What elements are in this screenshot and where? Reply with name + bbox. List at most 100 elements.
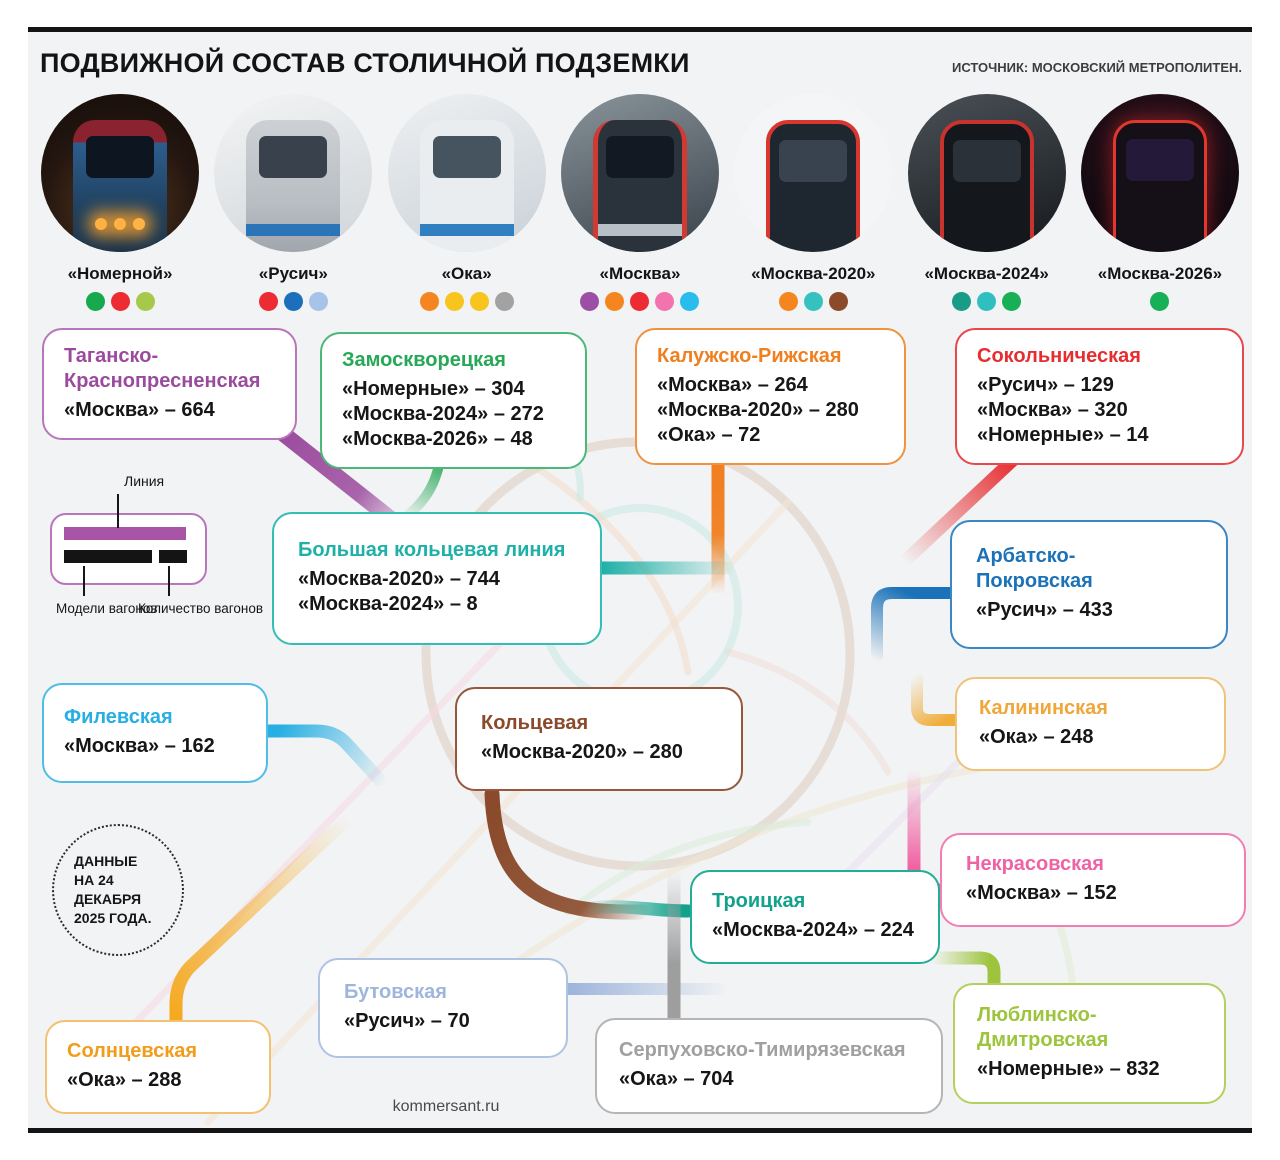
line-dot <box>110 292 130 311</box>
card-title: Бутовская <box>344 981 447 1003</box>
train-windshield <box>779 140 848 182</box>
data-date-note: ДАННЫЕ НА 24 ДЕКАБРЯ 2025 ГОДА. <box>52 824 184 956</box>
train-name: «Москва» <box>599 264 681 283</box>
card-title: Сокольническая <box>977 345 1141 367</box>
card-row: «Москва-2024» – 224 <box>712 919 914 941</box>
line-dot <box>258 292 278 311</box>
card-row: «Москва-2024» – 272 <box>342 403 544 425</box>
connector-troitskaya <box>581 900 695 918</box>
train-name: «Москва-2026» <box>1097 264 1223 283</box>
train-name: «Москва-2024» <box>924 264 1049 283</box>
line-dot <box>1002 292 1022 311</box>
kommersant-credit: kommersant.ru <box>392 1098 500 1115</box>
card-row: «Русич» – 129 <box>977 374 1114 396</box>
train-windshield <box>605 136 674 178</box>
card-row: «Ока» – 72 <box>657 424 761 446</box>
train-photo-moskva-2024 <box>907 94 1066 252</box>
card-row: «Номерные» – 14 <box>977 424 1149 446</box>
connector-kalininskaya <box>911 672 961 726</box>
card-koltsevaya: Кольцевая «Москва-2020» – 280 <box>455 687 743 791</box>
train-front <box>939 120 1034 252</box>
train-photo-moskva-2020 <box>734 94 893 252</box>
train-photo-moskva-2026 <box>1080 94 1239 252</box>
line-dot <box>580 292 600 311</box>
train-windshield <box>432 136 501 178</box>
line-dot <box>680 292 700 311</box>
train-front <box>592 120 687 252</box>
line-dot <box>135 292 155 311</box>
card-row: «Москва» – 320 <box>977 399 1128 421</box>
card-solntsevskaya: Солнцевская «Ока» – 288 <box>45 1020 271 1114</box>
train-photo-rusich <box>214 94 373 252</box>
line-dot <box>469 292 489 311</box>
train-photo-nomernoy <box>41 94 199 252</box>
card-nekrasovskaya: Некрасовская «Москва» – 152 <box>940 833 1246 927</box>
line-dot <box>444 292 464 311</box>
card-title: Кольцевая <box>481 712 589 734</box>
train-line-dots <box>85 292 155 311</box>
legend-models-bar <box>64 550 152 563</box>
card-title: Большая кольцевая линия <box>298 539 566 561</box>
card-title: Замоскворецкая <box>342 349 506 371</box>
train-nomernoy: «Номерной» <box>38 94 202 311</box>
card-serpukhovsko-timiryazevskaya: Серпуховско-Тимирязевская «Ока» – 704 <box>595 1018 943 1114</box>
line-dot <box>630 292 650 311</box>
train-windshield <box>86 136 154 178</box>
train-line-dots <box>580 292 700 311</box>
card-title: Таганско-Краснопресненская <box>64 345 261 392</box>
train-front <box>1112 120 1207 252</box>
card-taganskaya: Таганско-Краснопресненская «Москва» – 66… <box>42 328 297 440</box>
train-line-dots <box>952 292 1022 311</box>
card-row: «Русич» – 433 <box>976 599 1113 621</box>
card-row: «Москва-2024» – 8 <box>298 593 478 615</box>
train-front <box>73 120 167 252</box>
card-title: Троицкая <box>712 890 806 912</box>
train-stripe <box>246 224 341 236</box>
line-dot <box>655 292 675 311</box>
line-dot <box>803 292 823 311</box>
card-title: Солнцевская <box>67 1040 198 1062</box>
card-row: «Москва» – 264 <box>657 374 808 396</box>
train-line-dots <box>1150 292 1170 311</box>
legend-tick-line <box>117 494 119 528</box>
train-moskva-2024: «Москва-2024» <box>905 94 1069 311</box>
train-front <box>766 120 861 252</box>
card-sokolnicheskaya: Сокольническая «Русич» – 129 «Москва» – … <box>955 328 1244 465</box>
line-dot <box>828 292 848 311</box>
line-dot <box>283 292 303 311</box>
note-line: ДАННЫЕ <box>74 853 138 869</box>
line-dot <box>1150 292 1170 311</box>
page-title: ПОДВИЖНОЙ СОСТАВ СТОЛИЧНОЙ ПОДЗЕМКИ <box>40 48 690 78</box>
card-row: «Москва-2020» – 280 <box>657 399 859 421</box>
card-row: «Москва» – 664 <box>64 399 215 421</box>
legend-line-label: Линия <box>124 473 165 489</box>
card-title: Филевская <box>64 706 173 728</box>
card-troitskaya: Троицкая «Москва-2024» – 224 <box>690 870 940 964</box>
line-dot <box>778 292 798 311</box>
line-dot <box>494 292 514 311</box>
train-line-dots <box>419 292 514 311</box>
legend-count-label: Количество вагонов <box>138 601 264 616</box>
legend-count-bar <box>159 550 187 563</box>
train-stripe <box>419 224 514 236</box>
train-photo-moskva <box>560 94 719 252</box>
card-row: «Москва» – 152 <box>966 882 1117 904</box>
note-line: 2025 ГОДА. <box>74 910 152 926</box>
card-row: «Ока» – 704 <box>619 1068 734 1090</box>
train-stripe <box>597 224 682 236</box>
card-row: «Москва-2020» – 744 <box>298 568 500 590</box>
train-oka: «Ока» <box>385 94 549 311</box>
train-rusich: «Русич» <box>211 94 375 311</box>
card-kaluzhsko-rizhskaya: Калужско-Рижская «Москва» – 264 «Москва-… <box>635 328 906 465</box>
train-name: «Русич» <box>258 264 328 283</box>
card-title: Калужско-Рижская <box>657 345 842 367</box>
connector-koltsevaya <box>484 786 650 920</box>
content-frame: ПОДВИЖНОЙ СОСТАВ СТОЛИЧНОЙ ПОДЗЕМКИ ИСТО… <box>28 27 1252 1133</box>
train-name: «Москва-2020» <box>751 264 876 283</box>
train-windshield <box>259 136 328 178</box>
train-moskva-2026: «Москва-2026» <box>1078 94 1242 311</box>
train-name: «Ока» <box>441 264 492 283</box>
card-title: Серпуховско-Тимирязевская <box>619 1039 906 1061</box>
train-front <box>246 120 341 252</box>
train-moskva: «Москва» <box>558 94 722 311</box>
